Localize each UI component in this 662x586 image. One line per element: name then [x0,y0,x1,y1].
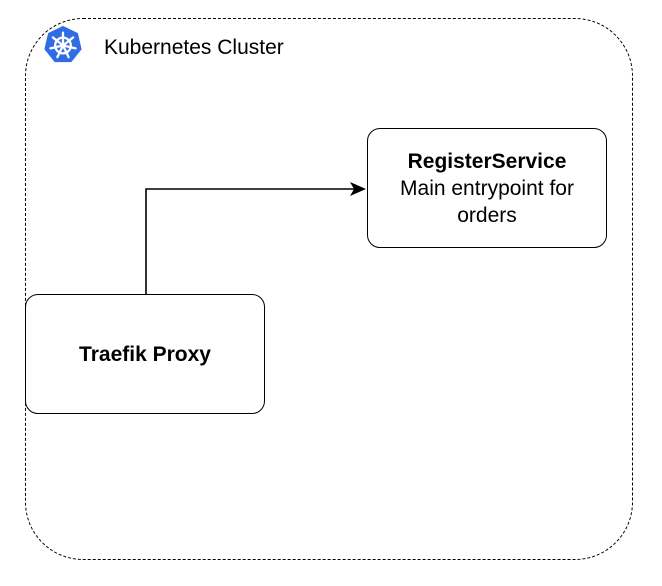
node-register-service-description-line2: orders [457,203,517,227]
node-register-service[interactable]: RegisterService Main entrypoint for orde… [367,128,607,248]
kubernetes-icon [44,25,82,63]
kubernetes-cluster-boundary [25,18,633,560]
cluster-label: Kubernetes Cluster [104,36,284,59]
node-register-service-title: RegisterService [407,149,567,173]
node-traefik-proxy-title: Traefik Proxy [79,342,211,366]
node-traefik-proxy[interactable]: Traefik Proxy [25,294,265,414]
node-register-service-description-line1: Main entrypoint for [400,176,574,200]
